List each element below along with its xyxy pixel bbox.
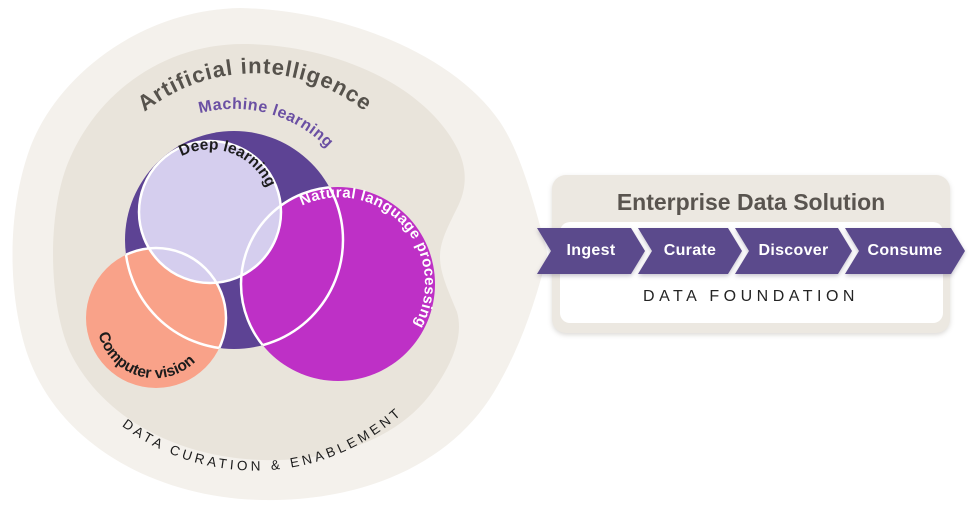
chevron-arrow-shape: Discover: [735, 228, 852, 274]
chevron-arrow-shape: Curate: [638, 228, 742, 274]
stage-chevron-ingest: Ingest: [537, 228, 645, 274]
ai-venn-diagram: Artificial intelligence Machine learning…: [12, 8, 547, 501]
stage-label: Discover: [758, 242, 829, 259]
stage-label: Curate: [663, 242, 717, 259]
stage-label: Consume: [867, 242, 943, 259]
stage-chevron-discover: Discover: [735, 228, 852, 274]
data-foundation-label: DATA FOUNDATION: [643, 288, 859, 305]
stage-label: Ingest: [566, 242, 616, 259]
stage-chevron-curate: Curate: [638, 228, 742, 274]
deep-learning-circle: [139, 141, 281, 283]
chevron-arrow-shape: Consume: [845, 228, 965, 274]
stage-chevron-consume: Consume: [845, 228, 965, 274]
panel-title: Enterprise Data Solution: [616, 189, 886, 215]
computer-vision-circle: [86, 248, 226, 388]
chevron-arrow-shape: Ingest: [537, 228, 645, 274]
